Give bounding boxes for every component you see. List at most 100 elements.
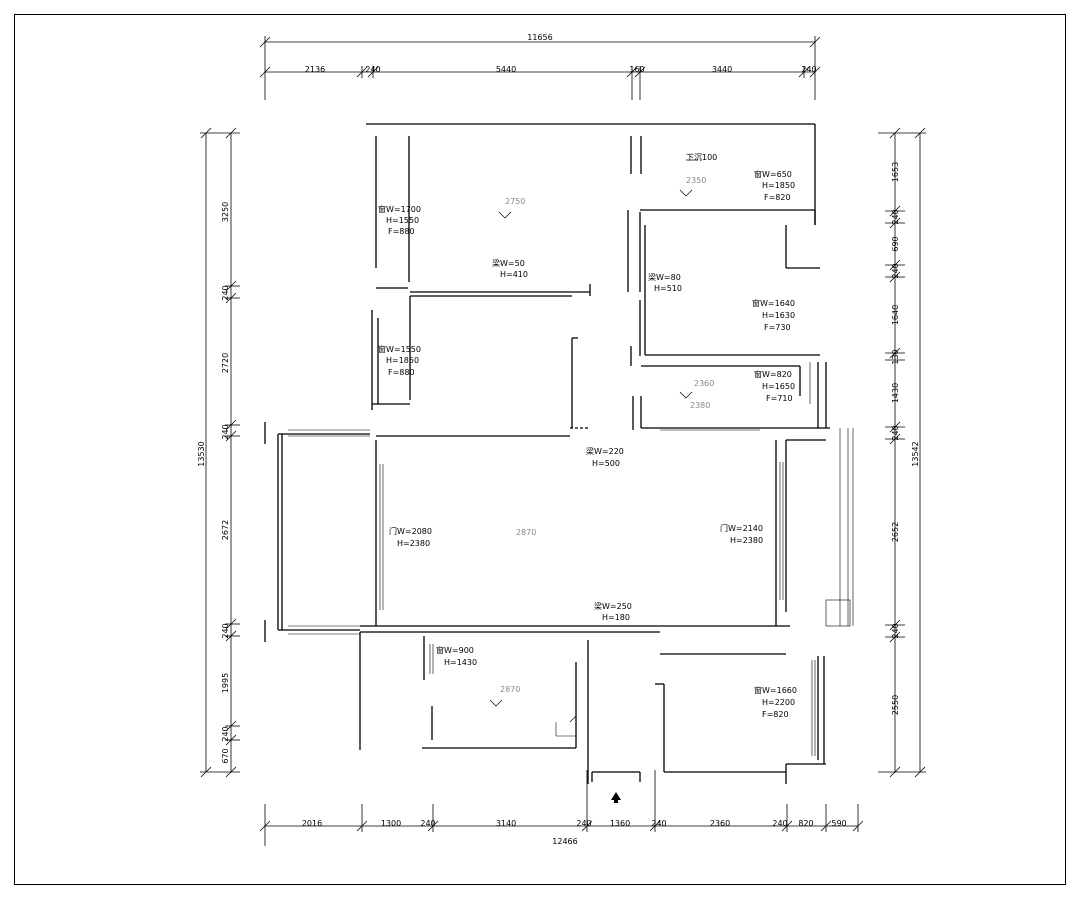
window-and-door-lines: [288, 232, 854, 756]
annotation-beam-living: 梁W=220 H=500: [586, 447, 624, 468]
right-dim-7: 1430: [891, 383, 900, 403]
bottom-dim-3: 240: [420, 819, 435, 828]
left-dim-8: 240: [221, 726, 230, 741]
left-dim-4: 240: [221, 424, 230, 439]
svg-text:H=1430: H=1430: [444, 658, 477, 667]
svg-text:梁W=250: 梁W=250: [594, 602, 632, 611]
svg-text:F=820: F=820: [762, 710, 789, 719]
top-dim-2: 240: [365, 65, 380, 74]
level-markers: [489, 159, 698, 707]
right-dim-6: 130: [891, 349, 900, 364]
bottom-dim-6: 1360: [610, 819, 630, 828]
height-room-ne: 2360: [694, 379, 714, 388]
annotation-bed-ne-window: 窗W=1640 H=1630 F=730: [752, 298, 795, 332]
height-hall: 2380: [690, 401, 710, 410]
svg-text:F=880: F=880: [388, 227, 415, 236]
left-dim-1: 3250: [221, 202, 230, 222]
bottom-dim-2: 1300: [381, 819, 401, 828]
svg-text:H=1650: H=1650: [762, 382, 795, 391]
annotation-beam-low: 梁W=250 H=180: [594, 602, 632, 622]
left-dim-6: 240: [221, 623, 230, 638]
top-dim-3: 5440: [496, 65, 516, 74]
left-dimension-chain: [200, 127, 240, 778]
svg-text:H=410: H=410: [500, 270, 528, 279]
svg-text:H=1850: H=1850: [386, 356, 419, 365]
svg-text:H=1850: H=1850: [762, 181, 795, 190]
left-overall-dim: 13530: [197, 441, 206, 466]
svg-text:门W=2140: 门W=2140: [720, 523, 763, 533]
annotation-door-left: 门W=2080 H=2380: [389, 526, 432, 548]
svg-text:窗W=1550: 窗W=1550: [378, 344, 421, 354]
svg-text:H=1630: H=1630: [762, 311, 795, 320]
svg-text:窗W=650: 窗W=650: [754, 169, 792, 179]
svg-text:H=1550: H=1550: [386, 216, 419, 225]
bottom-dim-9: 240: [772, 819, 787, 828]
right-dim-4: 240: [891, 263, 900, 278]
svg-text:窗W=900: 窗W=900: [436, 645, 474, 655]
left-dim-2: 240: [221, 285, 230, 300]
right-dim-9: 2652: [891, 522, 900, 542]
svg-text:H=2380: H=2380: [730, 536, 763, 545]
svg-text:梁W=220: 梁W=220: [586, 447, 624, 456]
svg-text:F=730: F=730: [764, 323, 791, 332]
annotation-beam-mid: 梁W=80 H=510: [648, 273, 682, 293]
left-dim-9: 670: [221, 748, 230, 763]
bottom-dim-10: 820: [798, 819, 813, 828]
right-dim-11: 2550: [891, 695, 900, 715]
svg-text:F=820: F=820: [764, 193, 791, 202]
height-room-nw: 2750: [505, 197, 525, 206]
height-room-bath: 2350: [686, 176, 706, 185]
walls: [264, 123, 830, 784]
top-dim-5: 3440: [712, 65, 732, 74]
entrance-arrow-stem: [614, 799, 618, 803]
svg-text:H=180: H=180: [602, 613, 630, 622]
svg-text:门W=2080: 门W=2080: [389, 526, 432, 536]
top-dim-4: 160: [629, 65, 644, 74]
bottom-dim-7: 240: [651, 819, 666, 828]
right-dim-1: 1653: [891, 162, 900, 182]
right-dim-2: 240: [891, 209, 900, 224]
right-dim-5: 1640: [891, 305, 900, 325]
right-overall-dim: 13542: [911, 441, 920, 466]
svg-text:窗W=1700: 窗W=1700: [378, 204, 421, 214]
svg-text:梁W=80: 梁W=80: [648, 273, 681, 282]
svg-text:F=880: F=880: [388, 368, 415, 377]
annotation-kitchen-window: 窗W=900 H=1430: [436, 645, 477, 667]
svg-text:H=500: H=500: [592, 459, 620, 468]
svg-text:窗W=820: 窗W=820: [754, 369, 792, 379]
svg-text:F=710: F=710: [766, 394, 793, 403]
bottom-dim-8: 2360: [710, 819, 730, 828]
annotation-beam-top: 梁W=50 H=410: [492, 259, 528, 279]
right-dim-3: 690: [891, 236, 900, 251]
left-dim-7: 1995: [221, 673, 230, 693]
height-living: 2870: [516, 528, 536, 537]
annotation-bed-nw-window: 窗W=1700 H=1550 F=880: [378, 204, 421, 236]
bottom-dimension-chain: [259, 770, 864, 846]
svg-text:梁W=50: 梁W=50: [492, 259, 525, 268]
bottom-dim-11: 590: [831, 819, 846, 828]
bottom-overall-dim: 12466: [552, 837, 577, 846]
annotation-west-window: 窗W=1550 H=1850 F=880: [378, 344, 421, 377]
svg-text:H=2380: H=2380: [397, 539, 430, 548]
annotation-door-right: 门W=2140 H=2380: [720, 523, 763, 545]
annotation-se-window: 窗W=1660 H=2200 F=820: [754, 685, 797, 719]
top-dim-6: 240: [801, 65, 816, 74]
top-dim-1: 2136: [305, 65, 325, 74]
left-dim-3: 2720: [221, 353, 230, 373]
svg-text:H=510: H=510: [654, 284, 682, 293]
svg-text:窗W=1660: 窗W=1660: [754, 685, 797, 695]
bottom-dim-1: 2016: [302, 819, 322, 828]
top-overall-dim: 11656: [527, 33, 552, 42]
annotation-bath-window: 窗W=650 H=1850 F=820: [754, 169, 795, 202]
right-dimension-chain: [878, 127, 926, 778]
bottom-dim-5: 240: [576, 819, 591, 828]
left-dim-5: 2672: [221, 520, 230, 540]
right-dim-10: 240: [891, 623, 900, 638]
svg-text:窗W=1640: 窗W=1640: [752, 298, 795, 308]
annotation-small-window: 窗W=820 H=1650 F=710: [754, 369, 795, 403]
bath-sunken-note: 下沉100: [686, 153, 717, 162]
height-kitchen: 2870: [500, 685, 520, 694]
top-dimension-chain: [259, 36, 821, 100]
